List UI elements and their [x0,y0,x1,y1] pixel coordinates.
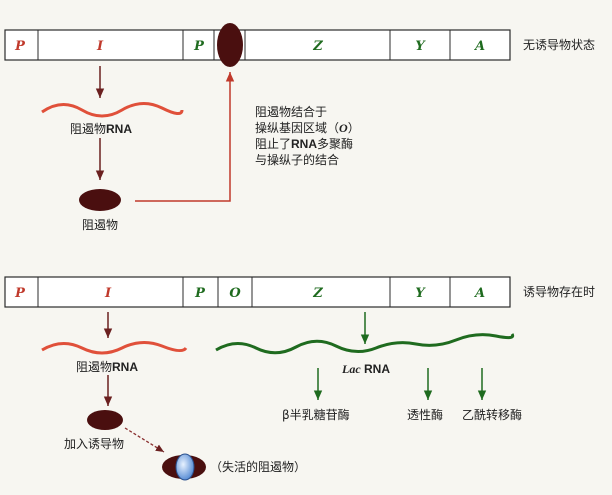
note-line-3: 阻止了RNA多聚酶 [255,136,360,152]
note-line-4: 与操纵子的结合 [255,153,340,167]
enzyme-transacetylase: 乙酰转移酶 [462,408,523,422]
inactive-repressor-label: （失活的阻遏物） [210,460,307,474]
bottom-operon-bar [4,276,511,308]
top-segment-i: I [96,39,104,54]
note-line-3-pre: 阻止了 [255,137,292,151]
note-line-2-post: ） [347,121,360,135]
bottom-state-label: 诱导物存在时 [523,285,596,299]
inducer-molecule [175,453,195,481]
bottom-segment-p1: P [14,286,26,301]
top-segment-p1: P [14,39,26,54]
top-rna-label-bold: RNA [106,122,133,136]
bound-repressor [217,23,243,67]
enzyme-beta-gal: β半乳糖苷酶 [282,408,350,422]
top-operon-bar [4,29,511,61]
note-line-2: 操纵基因区域（O） [255,120,360,136]
bottom-segment-a: A [473,286,485,301]
top-repressor-label: 阻遏物 [82,218,119,232]
top-rna-label-prefix: 阻遏物 [70,122,107,136]
inducer-arrow [124,427,165,453]
top-segment-a: A [473,39,485,54]
bottom-rna-label-bold: RNA [112,360,139,374]
top-repressor-rna [41,102,184,118]
top-segment-y: Y [415,39,426,54]
top-segment-p2: P [193,39,205,54]
repressor-to-operator-arrow [135,72,235,202]
lac-rna-label: Lac RNA [342,362,390,377]
note-line-1: 阻遏物结合于 [255,105,328,119]
lac-rna-label-rest: RNA [360,362,390,376]
free-repressor [79,189,121,211]
bottom-segment-y: Y [415,286,426,301]
note-line-2-pre: 操纵基因区域（ [255,121,340,135]
bottom-repressor [87,410,123,430]
bottom-segment-p2: P [194,286,206,301]
bottom-segment-o: O [229,286,241,301]
lac-rna-label-italic: Lac [342,362,361,376]
bottom-repressor-rna [41,341,188,355]
bottom-rna-label-prefix: 阻遏物 [76,360,113,374]
enzyme-permease: 透性酶 [407,408,444,422]
note-line-3-post: 多聚酶 [317,137,354,151]
bottom-rna-label: 阻遏物RNA [76,360,138,375]
top-segment-z: Z [312,39,323,54]
lac-rna [215,333,515,355]
bottom-segment-z: Z [312,286,323,301]
note-operator-o: O [339,121,348,135]
inducer-label: 加入诱导物 [64,437,125,451]
note-line-3-bold: RNA [291,137,318,151]
repression-note: 阻遏物结合于 操纵基因区域（O） 阻止了RNA多聚酶 与操纵子的结合 [255,104,360,168]
bottom-segment-i: I [104,286,112,301]
top-state-label: 无诱导物状态 [523,38,596,52]
top-rna-label: 阻遏物RNA [70,122,132,137]
